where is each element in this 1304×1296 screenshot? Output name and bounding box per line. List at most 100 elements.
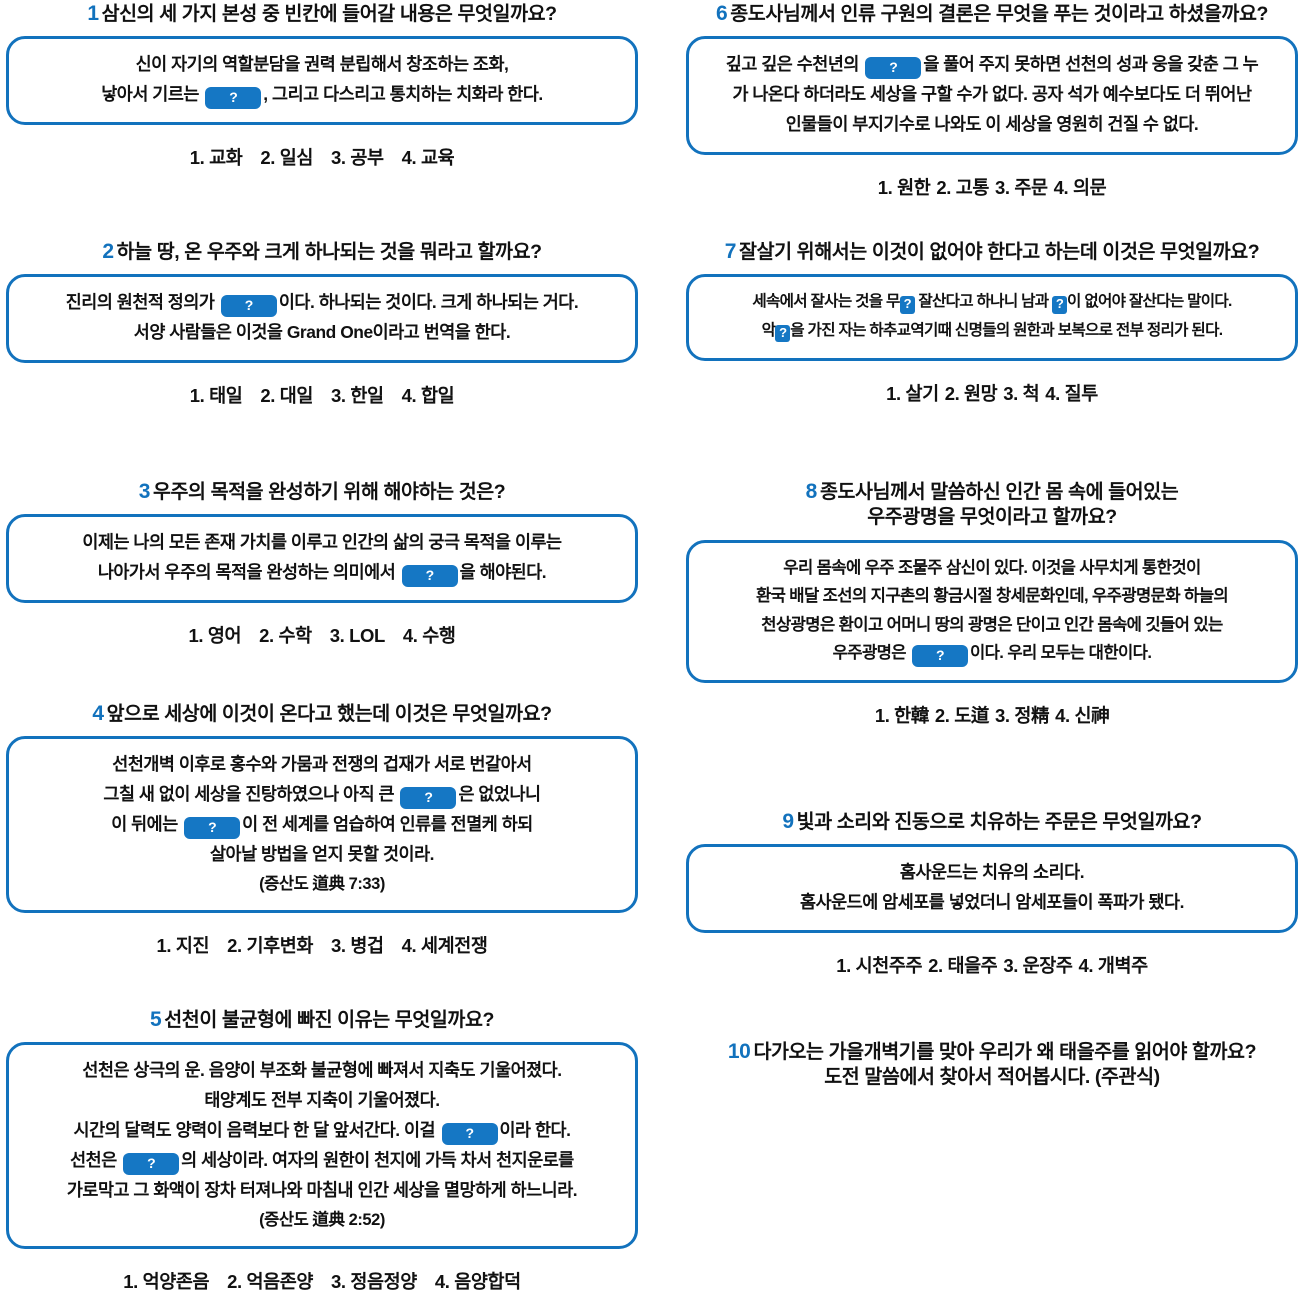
- box-text-fragment: 시간의 달력도 양력이 음력보다 한 달 앞서간다. 이걸: [73, 1120, 440, 1141]
- answer-option[interactable]: 4. 수행: [402, 625, 456, 647]
- blank-placeholder[interactable]: ?: [220, 295, 277, 318]
- question-box-line: 진리의 원천적 정의가 ?이다. 하나되는 것이다. 크게 하나되는 거다.: [23, 288, 621, 318]
- question-passage-box: 선천은 상극의 운. 음양이 부조화 불균형에 빠져서 지축도 기울어졌다. 태양…: [6, 1042, 638, 1250]
- blank-placeholder[interactable]: ?: [899, 296, 915, 314]
- box-text-fragment: 살아날 방법을 얻지 못할 것이라.: [209, 844, 435, 865]
- answer-option[interactable]: 4. 질투: [1045, 383, 1098, 405]
- answer-option[interactable]: 1. 교화: [189, 147, 243, 169]
- answer-option[interactable]: 1. 태일: [189, 385, 243, 407]
- question-passage-box: 깊고 깊은 수천년의 ?을 풀어 주지 못하면 선천의 성과 웅을 갖춘 그 누…: [686, 36, 1298, 156]
- box-text-fragment: 선천은: [70, 1150, 122, 1171]
- blank-placeholder[interactable]: ?: [184, 817, 241, 840]
- question-box-line: 나아가서 우주의 목적을 완성하는 의미에서 ?을 해야된다.: [23, 558, 621, 588]
- blank-placeholder[interactable]: ?: [441, 1123, 498, 1146]
- answer-option[interactable]: 3. LOL: [329, 625, 386, 647]
- blank-placeholder[interactable]: ?: [911, 645, 968, 668]
- question-box-line: 환국 배달 조선의 지구촌의 황금시절 창세문화인데, 우주광명문화 하늘의: [703, 582, 1281, 611]
- blank-placeholder[interactable]: ?: [775, 325, 791, 343]
- question-box-line: 홈사운드에 암세포를 넣었더니 암세포들이 폭파가 됐다.: [703, 888, 1281, 918]
- question-title-text: 종도사님께서 말씀하신 인간 몸 속에 들어있는 우주광명을 무엇이라고 할까요…: [819, 481, 1179, 529]
- answer-option[interactable]: 4. 의문: [1053, 177, 1107, 199]
- question-number: 1: [87, 2, 99, 25]
- answer-option[interactable]: 3. 주문: [995, 177, 1048, 199]
- answer-option[interactable]: 2. 일심: [260, 147, 313, 169]
- blank-placeholder[interactable]: ?: [401, 565, 458, 588]
- blank-placeholder[interactable]: ?: [865, 57, 922, 80]
- answer-option[interactable]: 4. 교육: [401, 147, 455, 169]
- answer-option[interactable]: 1. 시천주주: [836, 955, 923, 977]
- box-text-fragment: 낳아서 기르는: [101, 84, 204, 105]
- answer-option[interactable]: 4. 세계전쟁: [401, 935, 488, 957]
- box-text-fragment: 의 세상이라. 여자의 원한이 천지에 가득 차서 천지운로를: [181, 1150, 574, 1171]
- answer-option[interactable]: 4. 개벽주: [1078, 955, 1149, 977]
- answer-option[interactable]: 2. 기후변화: [227, 935, 313, 957]
- answer-option[interactable]: 2. 원망: [944, 383, 998, 405]
- answer-option[interactable]: 4. 신神: [1055, 704, 1110, 726]
- answer-option[interactable]: 1. 한韓: [874, 704, 929, 726]
- box-text-fragment: 인물들이 부지기수로 나와도 이 세상을 영원히 건질 수 없다.: [785, 114, 1199, 135]
- question-number: 7: [724, 240, 737, 263]
- box-text-fragment: 홈사운드에 암세포를 넣었더니 암세포들이 폭파가 됐다.: [800, 892, 1184, 913]
- answer-option[interactable]: 3. 공부: [331, 147, 384, 169]
- answer-option[interactable]: 3. 한일: [331, 385, 384, 407]
- box-text-fragment: 우주광명은: [832, 643, 910, 663]
- question-number: 6: [715, 2, 728, 25]
- blank-placeholder[interactable]: ?: [400, 787, 457, 810]
- answer-option[interactable]: 2. 고통: [936, 177, 989, 199]
- question-number: 5: [149, 1008, 162, 1031]
- blank-placeholder[interactable]: ?: [205, 87, 262, 110]
- question-box-line: 세속에서 잘사는 것을 무? 잘산다고 하나니 남과 ?이 없어야 잘산다는 말…: [703, 288, 1281, 317]
- blank-placeholder[interactable]: ?: [1052, 296, 1068, 314]
- passage-citation: (증산도 道典 2:52): [259, 1211, 385, 1230]
- question-box-line: 가 나온다 하더라도 세상을 구할 수가 없다. 공자 석가 예수보다도 더 뛰…: [703, 80, 1281, 110]
- answer-option[interactable]: 3. 병겁: [331, 935, 384, 957]
- question-passage-box: 세속에서 잘사는 것을 무? 잘산다고 하나니 남과 ?이 없어야 잘산다는 말…: [686, 274, 1298, 362]
- answer-option[interactable]: 1. 원한: [877, 177, 931, 199]
- answer-option[interactable]: 2. 수학: [259, 625, 312, 647]
- question-box-line: 이 뒤에는 ?이 전 세계를 엄습하여 인류를 전멸케 하되: [23, 810, 621, 840]
- answer-option[interactable]: 3. 정음정양: [331, 1271, 417, 1293]
- answer-option[interactable]: 1. 지진: [156, 935, 210, 957]
- question-title-text: 우주의 목적을 완성하기 위해 해야하는 것은?: [152, 481, 506, 503]
- box-text-fragment: 환국 배달 조선의 지구촌의 황금시절 창세문화인데, 우주광명문화 하늘의: [755, 586, 1229, 606]
- answer-option[interactable]: 1. 억양존음: [123, 1271, 210, 1293]
- answer-option[interactable]: 4. 음양합덕: [434, 1271, 521, 1293]
- question-box-line: 선천은 상극의 운. 음양이 부조화 불균형에 빠져서 지축도 기울어졌다.: [23, 1056, 621, 1086]
- answer-option[interactable]: 4. 합일: [401, 385, 455, 407]
- box-text-fragment: 홈사운드는 치유의 소리다.: [899, 862, 1085, 883]
- question-title-text: 다가오는 가을개벽기를 맞아 우리가 왜 태을주를 읽어야 할까요? 도전 말씀…: [753, 1041, 1257, 1089]
- question-box-line: 그칠 새 없이 세상을 진탕하였으나 아직 큰 ?은 없었나니: [23, 780, 621, 810]
- answer-option[interactable]: 1. 살기: [886, 383, 939, 405]
- question-passage-box: 진리의 원천적 정의가 ?이다. 하나되는 것이다. 크게 하나되는 거다.서양…: [6, 274, 638, 364]
- question-box-line: 태양계도 전부 지축이 기울어졌다.: [23, 1086, 621, 1116]
- answer-option[interactable]: 2. 도道: [934, 704, 989, 726]
- answer-option[interactable]: 2. 대일: [260, 385, 313, 407]
- question-title-text: 선천이 불균형에 빠진 이유는 무엇일까요?: [164, 1009, 495, 1031]
- question-title-text: 하늘 땅, 온 우주와 크게 하나되는 것을 뭐라고 할까요?: [116, 241, 542, 263]
- box-text-fragment: 선천은 상극의 운. 음양이 부조화 불균형에 빠져서 지축도 기울어졌다.: [82, 1060, 562, 1081]
- question-number: 3: [138, 480, 151, 503]
- blank-placeholder[interactable]: ?: [123, 1153, 180, 1176]
- box-text-fragment: 선천개벽 이후로 홍수와 가뭄과 전쟁의 겁재가 서로 번갈아서: [112, 754, 532, 775]
- answer-option[interactable]: 2. 억음존양: [227, 1271, 313, 1293]
- answer-option[interactable]: 2. 태을주: [928, 955, 998, 977]
- question-box-line: 선천개벽 이후로 홍수와 가뭄과 전쟁의 겁재가 서로 번갈아서: [23, 750, 621, 780]
- box-text-fragment: 은 없었나니: [458, 784, 541, 805]
- answer-option[interactable]: 3. 정精: [995, 704, 1050, 726]
- question-title-text: 잘살기 위해서는 이것이 없어야 한다고 하는데 이것은 무엇일까요?: [739, 241, 1260, 263]
- answer-option[interactable]: 3. 척: [1003, 383, 1040, 405]
- answer-option[interactable]: 1. 영어: [188, 625, 242, 647]
- question-box-line: 천상광명은 환이고 어머니 땅의 광명은 단이고 인간 몸속에 깃들어 있는: [703, 611, 1281, 640]
- question-box-line: 인물들이 부지기수로 나와도 이 세상을 영원히 건질 수 없다.: [703, 110, 1281, 140]
- answer-option[interactable]: 3. 운장주: [1003, 955, 1073, 977]
